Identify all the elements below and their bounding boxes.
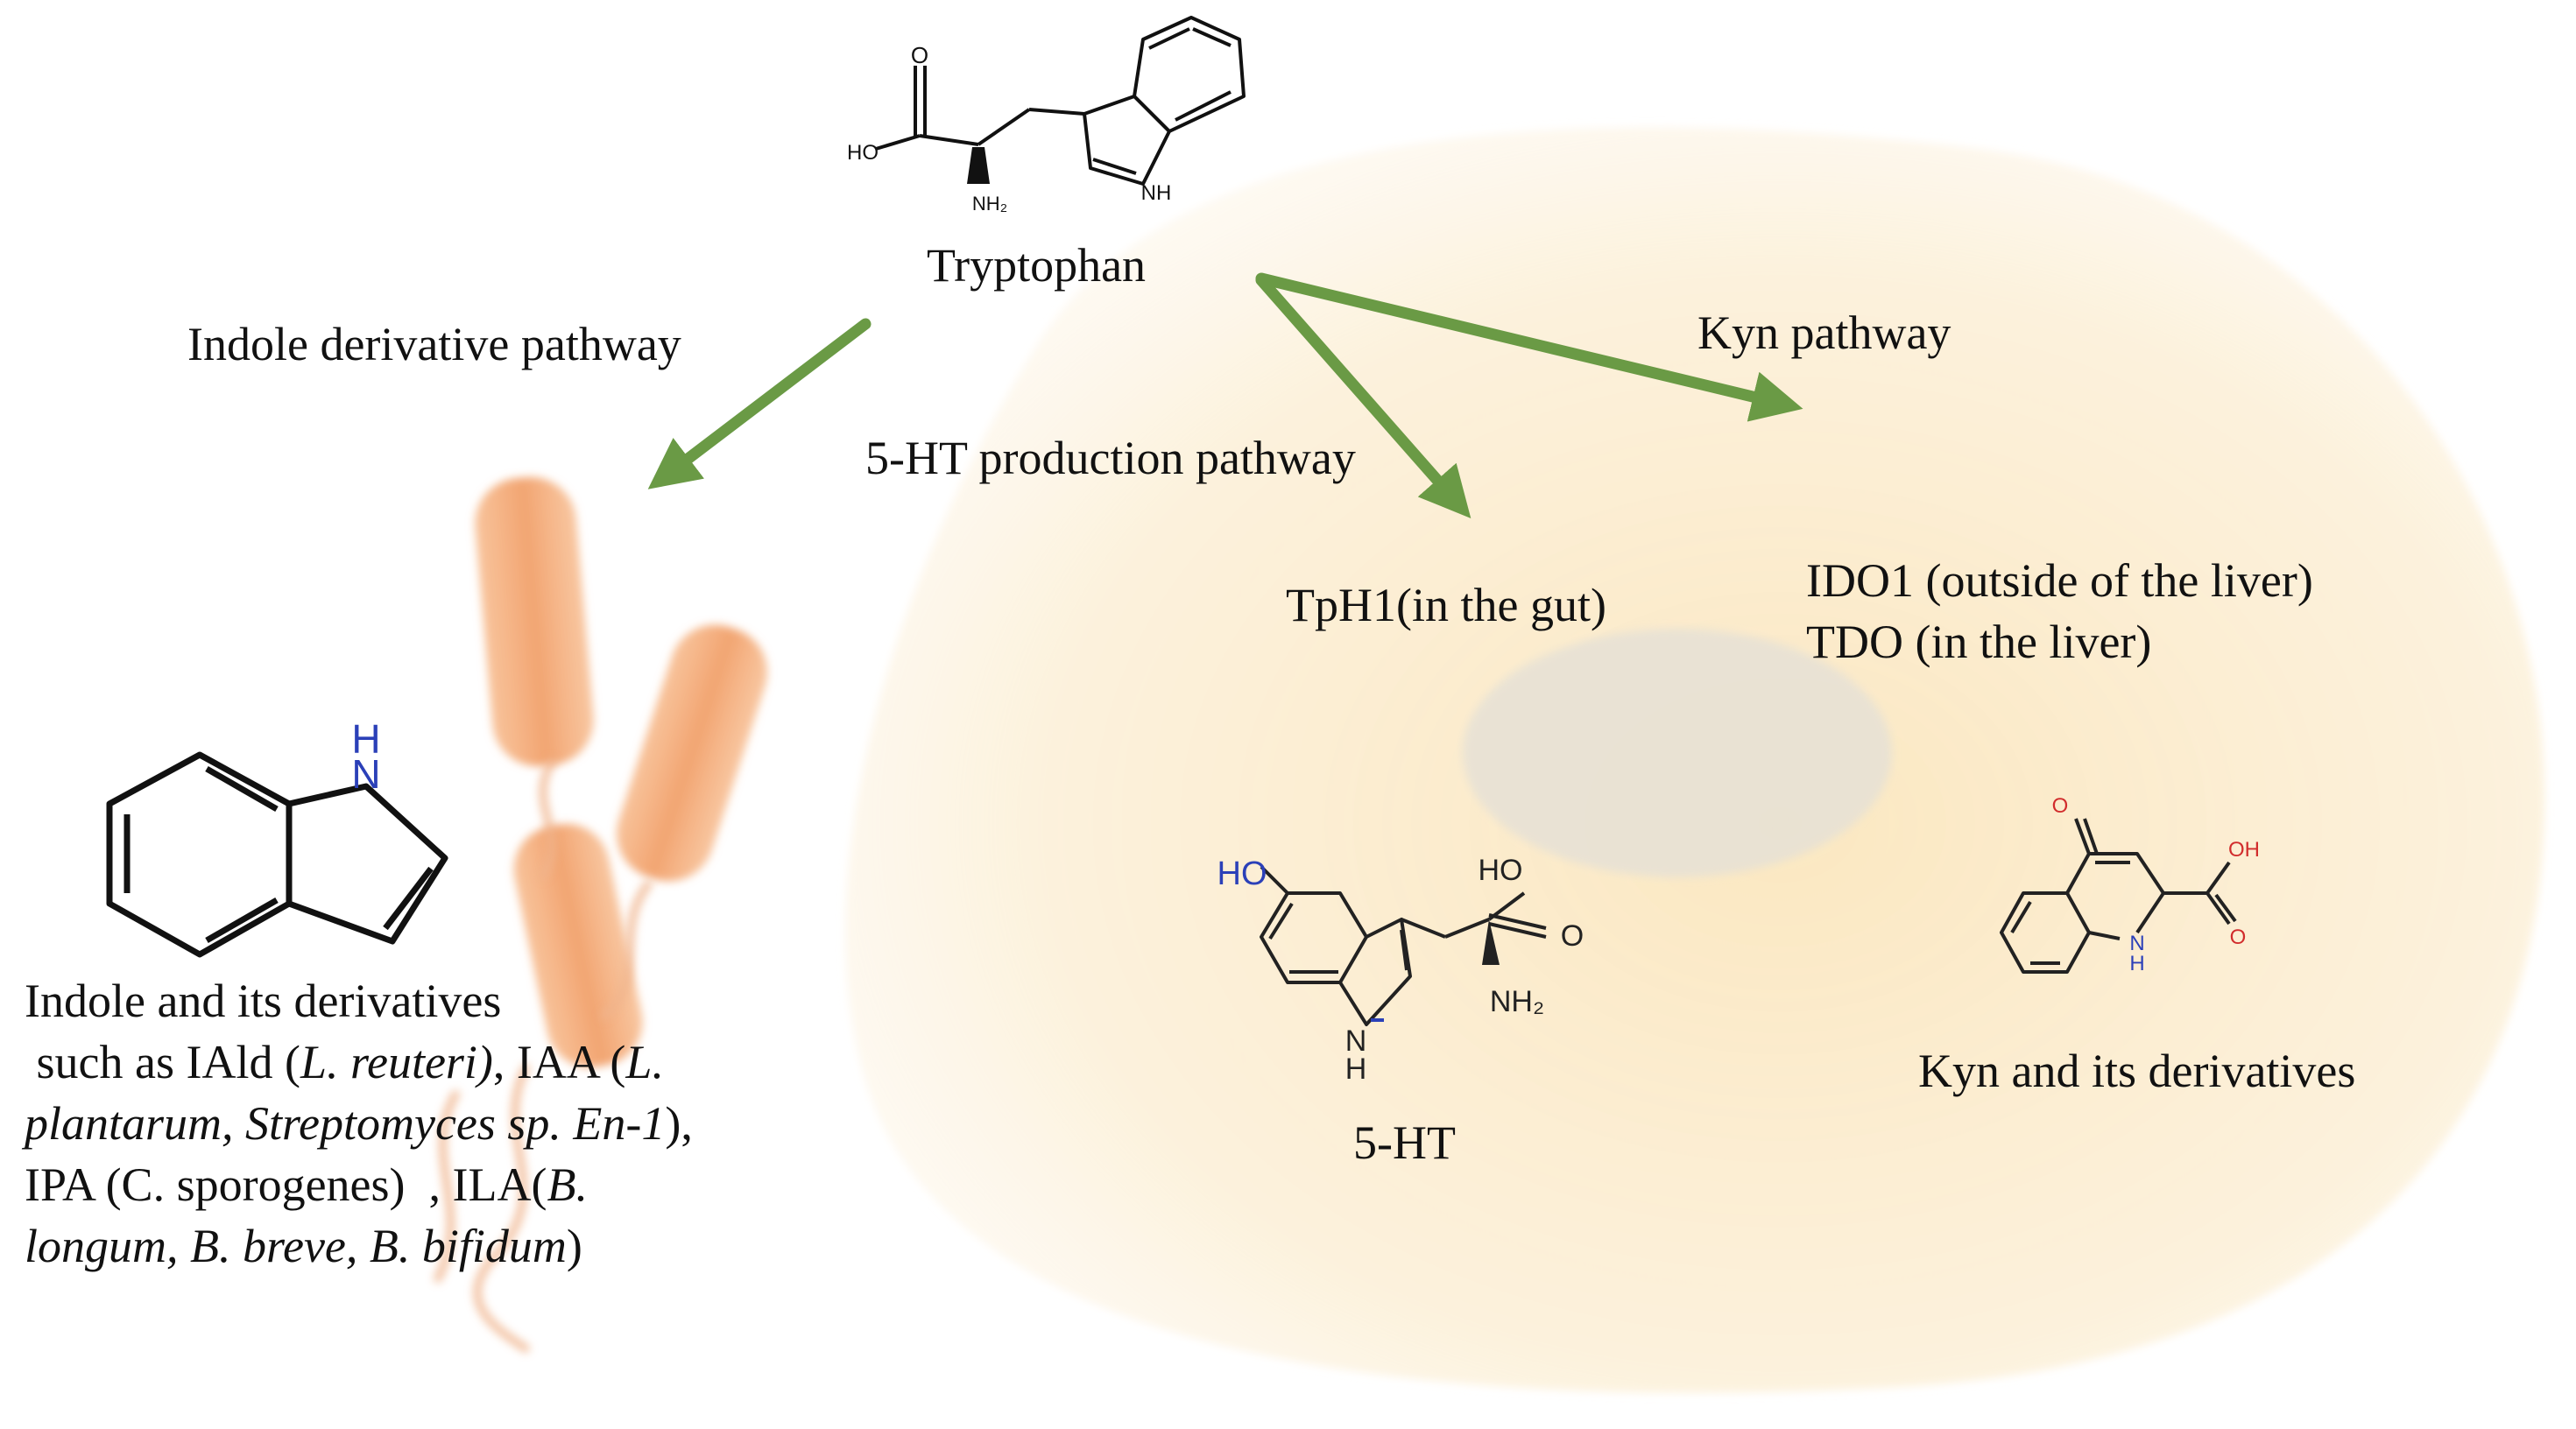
trp-o: O [911,42,928,68]
pathway-arrows [647,272,1803,518]
kyn-oh: OH [2228,838,2260,862]
atom-labels: O HO NH₂ NH H N HO HO O NH₂ N H O OH O N… [351,42,2260,1086]
indole-line-4: IPA (C. sporogenes) , ILA(B. [25,1154,693,1215]
indole-line-1-text: Indole and its derivatives [25,975,502,1027]
ht-n: N [1345,1024,1367,1058]
kyn-o2: O [2230,926,2247,949]
tdo-label: TDO (in the liver) [1806,616,2152,668]
indole-line-5a: longum, B. breve, B. bifidum [25,1220,567,1272]
kynurenic-acid-structure [2000,818,2237,974]
kyn-derivatives-label: Kyn and its derivatives [1918,1045,2356,1097]
tph1-label: TpH1(in the gut) [1286,579,1606,631]
indole-h: H [351,716,380,762]
indole-structure [106,751,448,958]
kyn-n: N [2129,932,2144,955]
indole-line-2b: L. reuteri) [300,1036,493,1088]
trp-nh: NH [1141,181,1172,205]
indole-line-5b: ) [566,1220,582,1272]
ht-label: 5-HT [1353,1116,1456,1169]
kyn-o: O [2052,794,2069,818]
tryptophan-structure [875,16,1246,186]
ht-ho-acid: HO [1479,854,1523,887]
ht-ho-ring: HO [1217,855,1267,892]
trp-nh2: NH₂ [972,193,1007,215]
indole-line-4b: B. [547,1158,588,1211]
trp-ho: HO [847,141,879,165]
indole-line-1: Indole and its derivatives [25,970,693,1031]
ht-nh2: NH₂ [1490,985,1544,1018]
indole-line-5: longum, B. breve, B. bifidum) [25,1215,693,1277]
kyn-h: H [2129,952,2144,975]
indole-line-3: plantarum, Streptomyces sp. En-1), [25,1093,693,1154]
indole-line-2c: , IAA ( [492,1036,626,1088]
ht-o: O [1561,919,1584,953]
kyn-pathway-label: Kyn pathway [1697,306,1951,359]
indole-derivatives-text: Indole and its derivatives such as IAld … [25,970,693,1277]
indole-line-2a: such as IAld ( [25,1036,300,1088]
ido1-label: IDO1 (outside of the liver) [1806,554,2313,607]
bacteria [434,476,768,1353]
ht-pathway-label: 5-HT production pathway [865,432,1356,484]
indole-n: N [351,751,380,797]
indole-line-2d: L. [625,1036,664,1088]
ht-pathway-arrow [1255,274,1471,518]
tryptophan-label: Tryptophan [927,239,1147,292]
indole-pathway-arrow [647,318,872,489]
indole-line-3b: ), [665,1097,693,1150]
kyn-pathway-arrow [1255,272,1803,422]
serotonin-structure [1260,865,1547,1026]
indole-line-4a: IPA (C. sporogenes) , ILA( [25,1158,547,1211]
indole-line-2: such as IAld (L. reuteri), IAA (L. [25,1031,693,1093]
nucleus [1463,629,1892,877]
indole-line-3a: plantarum, Streptomyces sp. En-1 [25,1097,666,1150]
indole-pathway-label: Indole derivative pathway [187,318,681,370]
ht-h: H [1345,1052,1367,1086]
